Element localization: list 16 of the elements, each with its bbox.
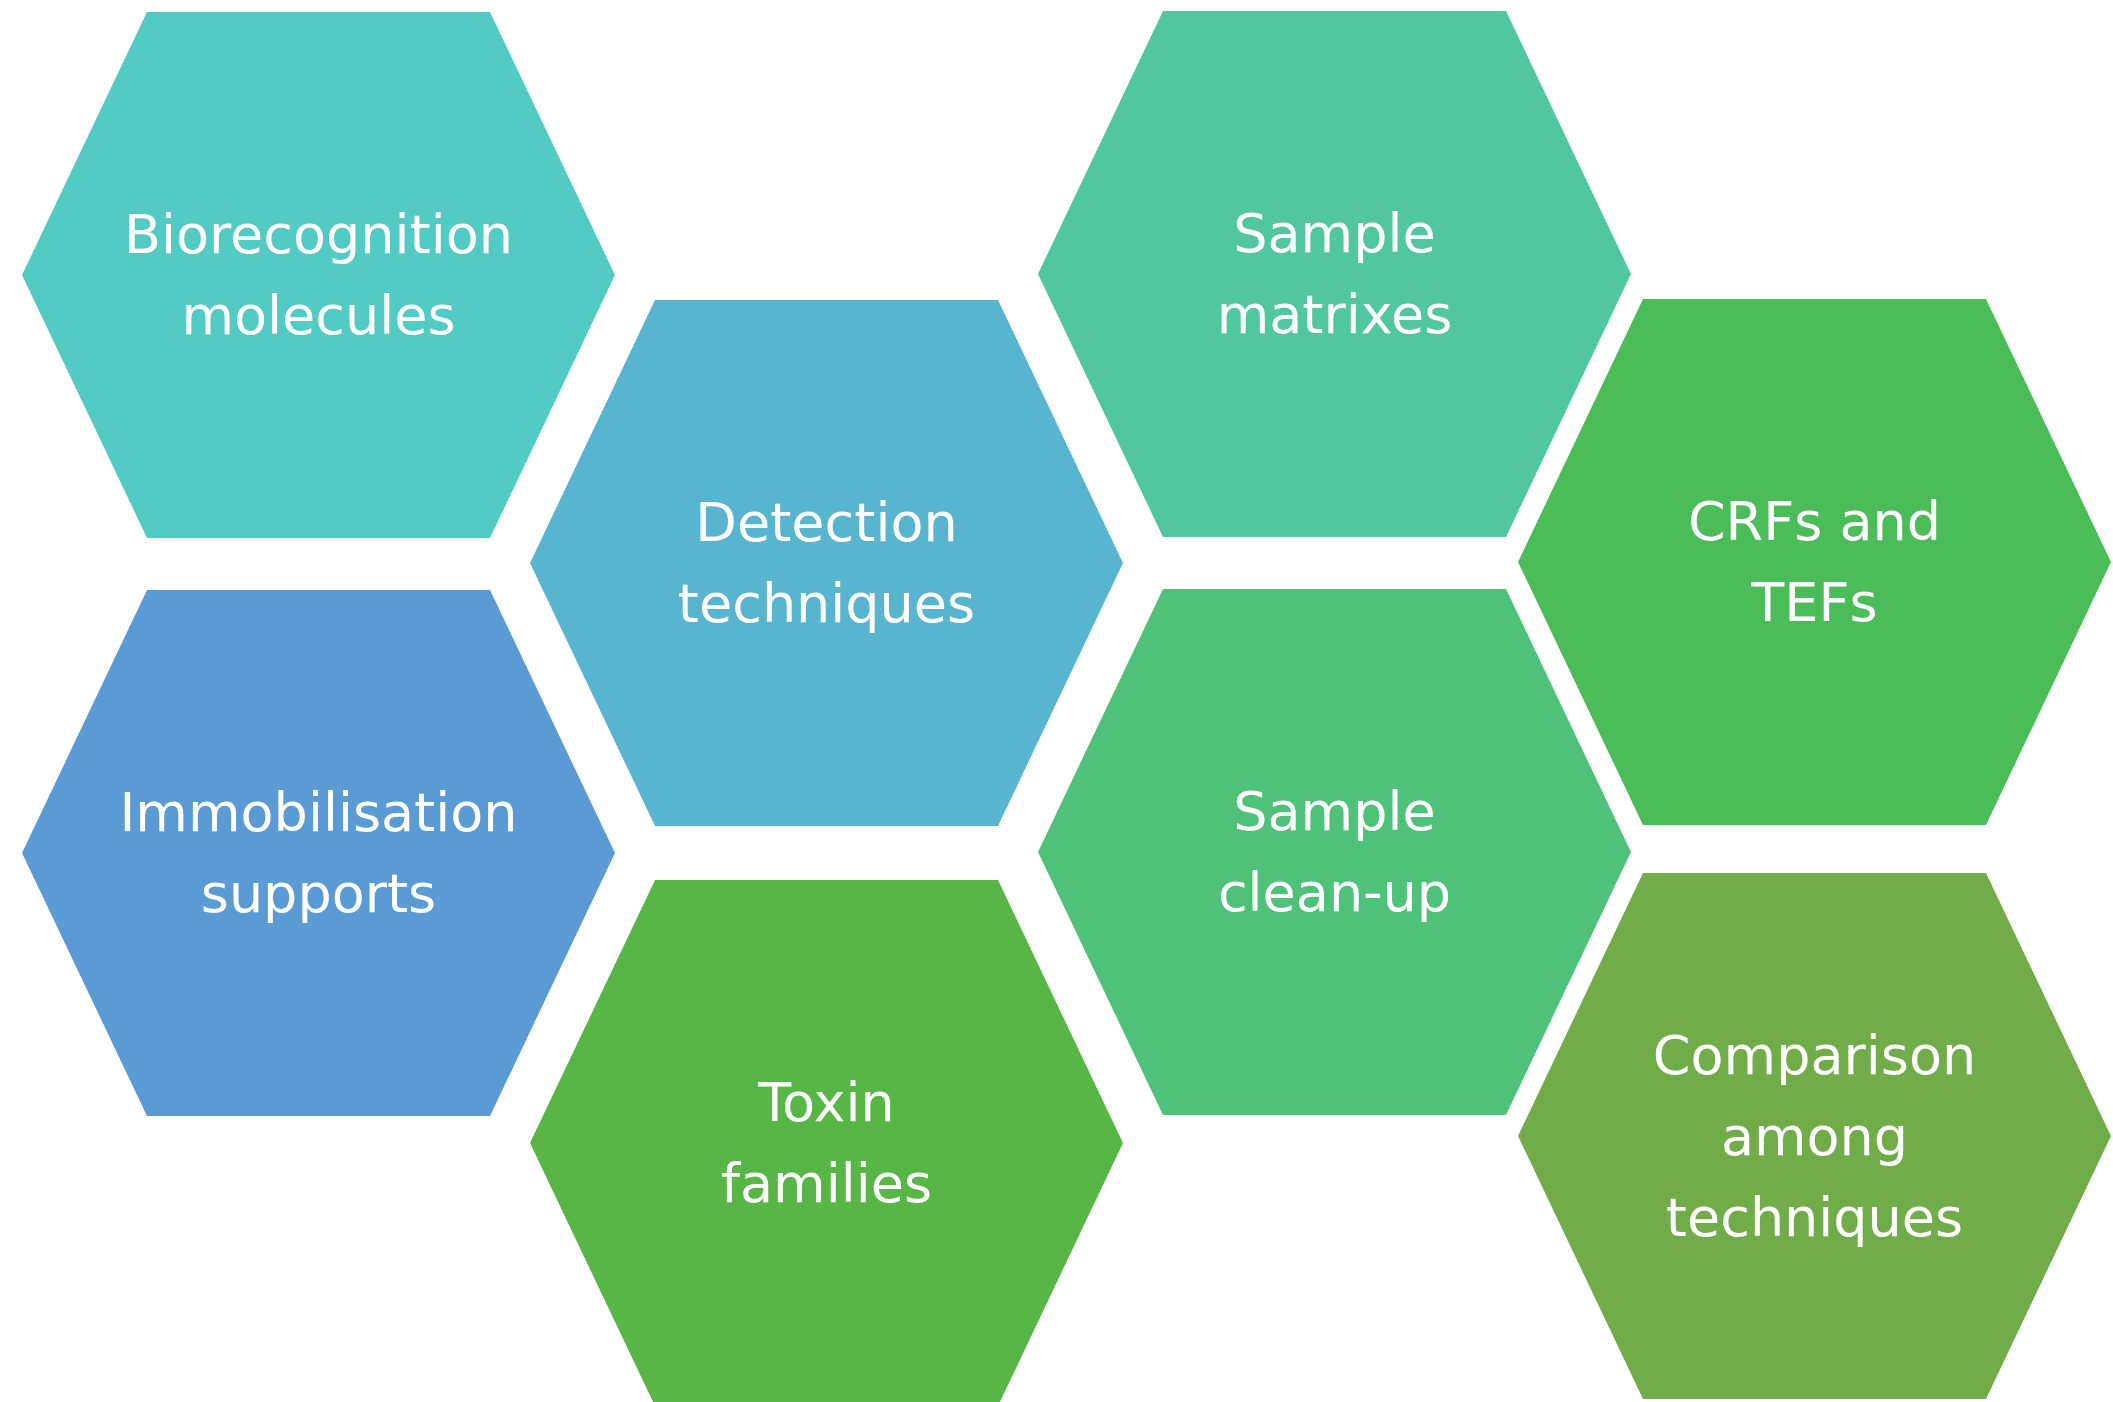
hexagon-tile — [1038, 589, 1631, 1115]
tile-label: Sample clean-up — [1216, 779, 1453, 926]
tile-label: Biorecognition molecules — [124, 202, 513, 349]
tile-label: Immobilisation supports — [119, 780, 518, 927]
tile-label: Detection techniques — [676, 490, 977, 637]
tile-label: Comparison among techniques — [1651, 1022, 1978, 1251]
hexagon-tile — [530, 300, 1123, 826]
hexagon-tile — [1518, 299, 2111, 825]
hexagon-tile — [22, 590, 615, 1116]
tile-label: Sample matrixes — [1215, 201, 1454, 348]
hexagon-tile — [1038, 11, 1631, 537]
tile-label: CRFs and TEFs — [1686, 489, 1943, 636]
tile-label: Toxin families — [719, 1070, 934, 1217]
hexagon-tile — [1518, 873, 2111, 1399]
hexagon-tile — [22, 12, 615, 538]
hexagon-tile — [530, 880, 1123, 1402]
